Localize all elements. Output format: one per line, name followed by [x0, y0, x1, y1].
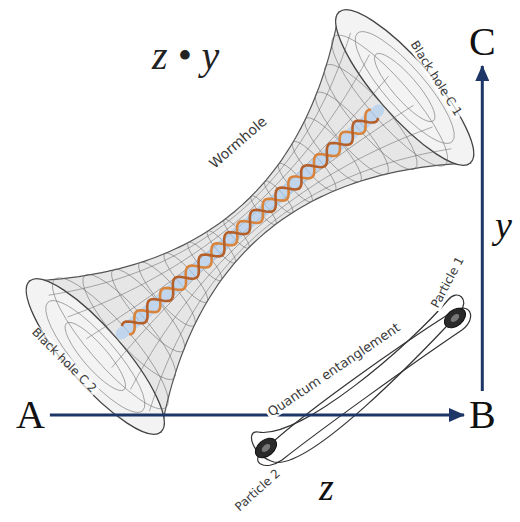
illustration-label: Black hole C 2 — [27, 324, 100, 397]
vector-label: y — [495, 205, 512, 247]
blue-glow — [114, 104, 386, 340]
vector-label-text: y — [495, 204, 512, 246]
grid-line — [109, 102, 452, 412]
grid-line — [68, 55, 395, 347]
illustration-label: Wormhole — [205, 112, 271, 173]
point-letter: B — [469, 392, 496, 437]
vector-arrow — [481, 66, 484, 391]
particle-dot-highlight — [449, 312, 461, 323]
grid-line — [105, 98, 432, 390]
product-formula-text: z • y — [152, 33, 219, 78]
illustration-label: Quantum entanglement — [264, 319, 405, 420]
vector-arrow — [50, 414, 464, 417]
illustration-label-text: Particle 1 — [428, 254, 467, 310]
point-letter: A — [16, 392, 45, 437]
product-formula: z • y — [152, 34, 219, 78]
particle-dot-highlight — [260, 442, 272, 453]
vector-label-text: z — [319, 466, 334, 508]
illustration-label-text: Quantum entanglement — [265, 320, 403, 420]
helix-strand — [121, 108, 379, 335]
point-letter: C — [469, 19, 496, 64]
illustration-label-text: Black hole C 2 — [29, 325, 99, 395]
illustration-label: Particle 2 — [231, 466, 284, 516]
entanglement-loops — [251, 295, 470, 465]
helix-strand — [121, 108, 379, 335]
grid-line — [101, 94, 413, 368]
illustration-label-text: Black hole C 1 — [408, 38, 465, 118]
particle-dot — [441, 304, 470, 332]
illustration-label-text: Wormhole — [206, 113, 270, 171]
point-label: A — [13, 393, 48, 437]
grid-line — [49, 33, 392, 343]
point-label: C — [466, 20, 499, 64]
illustration-label: Particle 1 — [428, 253, 468, 312]
entanglement-loop — [251, 295, 463, 462]
grid-line — [86, 76, 398, 350]
particle-dot — [252, 434, 281, 462]
wormhole-tube — [9, 0, 492, 450]
illustration-label: Black hole C 1 — [406, 37, 465, 120]
entanglement-loop — [258, 308, 471, 465]
point-label: B — [466, 393, 499, 437]
illustration-label-text: Particle 2 — [232, 466, 283, 514]
vector-label: z — [319, 467, 334, 509]
